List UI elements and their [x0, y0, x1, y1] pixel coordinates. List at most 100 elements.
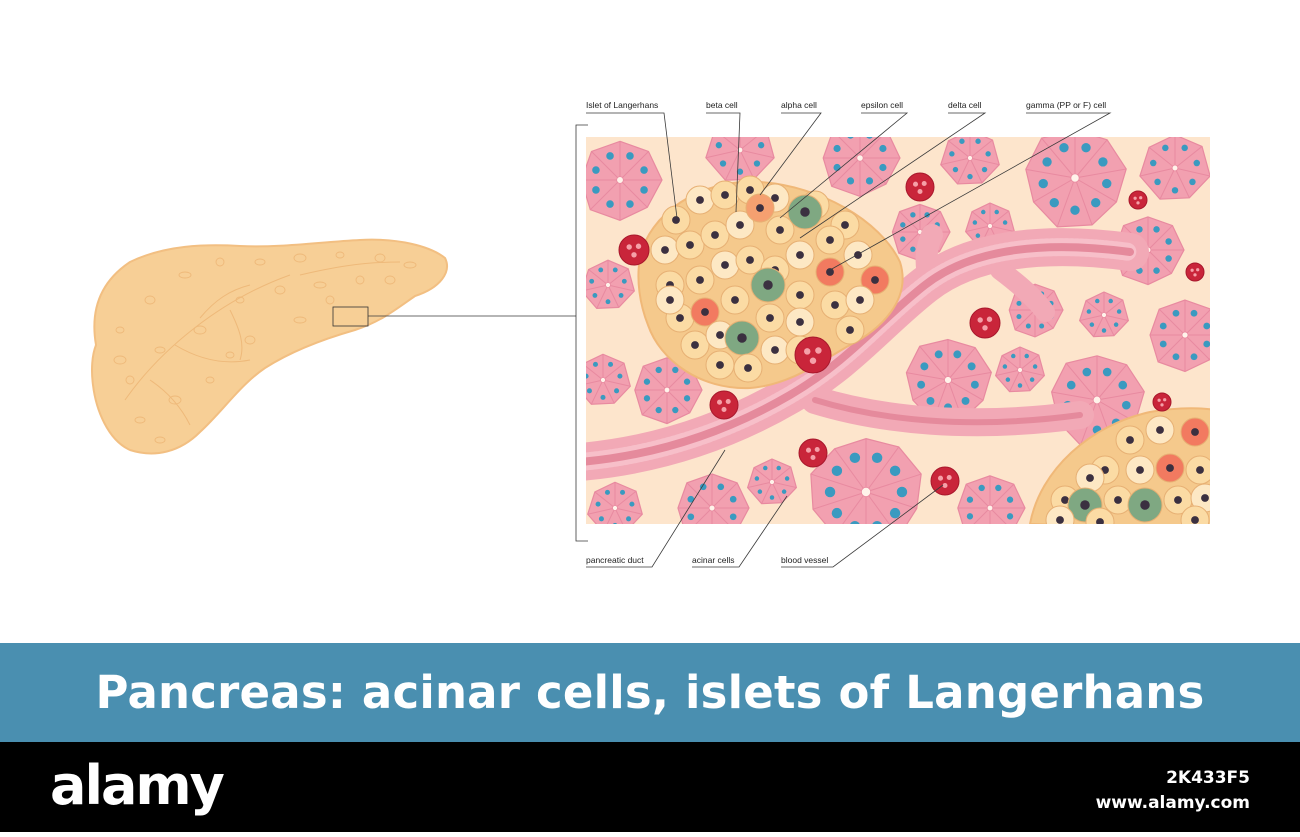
blood-vessel: [1185, 262, 1205, 282]
acinus: [994, 346, 1046, 393]
blood-vessel: [1152, 392, 1172, 412]
beta-cell: [815, 225, 845, 255]
label-beta-cell: beta cell: [706, 100, 741, 213]
svg-text:Islet of Langerhans: Islet of Langerhans: [586, 100, 658, 110]
alpha-cell: [710, 250, 740, 280]
alpha-cell: [725, 210, 755, 240]
acinus: [586, 353, 631, 405]
delta-cell: [1180, 417, 1210, 447]
image-reference: 2K433F5 www.alamy.com: [1096, 766, 1250, 816]
zoom-bracket: [575, 124, 588, 542]
alpha-cell: [1045, 505, 1075, 524]
label-gamma-cell: gamma (PP or F) cell: [829, 100, 1112, 271]
pancreatic-duct: [586, 224, 1149, 481]
beta-cell: [1115, 425, 1145, 455]
delta-cell: [860, 265, 890, 295]
alpha-cell: [1125, 455, 1155, 485]
alpha-cell: [785, 240, 815, 270]
beta-cell: [835, 315, 865, 345]
beta-cell: [1185, 455, 1210, 485]
svg-text:beta cell: beta cell: [706, 100, 738, 110]
svg-text:pancreatic duct: pancreatic duct: [586, 555, 644, 565]
beta-cell: [675, 230, 705, 260]
label-acinar-cells: acinar cells: [692, 495, 788, 568]
acinus-labeled: [746, 458, 798, 505]
label-pancreatic-duct: pancreatic duct: [586, 449, 726, 568]
alpha-cell: [1075, 463, 1105, 493]
beta-cell: [720, 285, 750, 315]
gamma-cell: [724, 320, 760, 356]
stock-footer: alamy 2K433F5 www.alamy.com: [0, 742, 1300, 832]
beta-cell: [755, 303, 785, 333]
gamma-cell: [1127, 487, 1163, 523]
beta-cell: [680, 330, 710, 360]
acinus: [1149, 299, 1210, 373]
beta-cell: [1103, 485, 1133, 515]
title-banner: Pancreas: acinar cells, islets of Langer…: [0, 643, 1300, 742]
alpha-cell: [785, 307, 815, 337]
alpha-cell: [650, 235, 680, 265]
alpha-cell: [845, 285, 875, 315]
svg-text:acinar cells: acinar cells: [692, 555, 735, 565]
beta-cell: [820, 290, 850, 320]
acinus: [1139, 137, 1210, 200]
acinus: [587, 481, 643, 524]
beta-cell: [1180, 505, 1210, 524]
beta-cell: [733, 353, 763, 383]
blood-vessel: [969, 307, 1001, 339]
beta-cell: [685, 265, 715, 295]
alpha-cell: [760, 335, 790, 365]
svg-text:alpha cell: alpha cell: [781, 100, 817, 110]
alpha-cell: [685, 185, 715, 215]
alpha-cell: [655, 285, 685, 315]
blood-vessel: [905, 172, 935, 202]
acinus: [822, 137, 901, 198]
label-delta-cell: delta cell: [799, 100, 987, 239]
islet-of-langerhans: [637, 175, 904, 390]
beta-cell: [700, 220, 730, 250]
alpha-cell: [1190, 483, 1210, 513]
blood-vessel: [1128, 190, 1148, 210]
label-islet-of-langerhans: Islet of Langerhans: [586, 100, 678, 219]
acinus: [634, 357, 703, 425]
blood-vessel: [798, 438, 828, 468]
blood-vessel: [794, 336, 832, 374]
acinus: [1025, 137, 1127, 228]
acinus: [586, 140, 663, 221]
beta-cell: [1085, 507, 1115, 524]
svg-text:gamma (PP or F) cell: gamma (PP or F) cell: [1026, 100, 1106, 110]
alamy-logo: alamy: [50, 754, 225, 817]
tissue-panel: [586, 137, 1210, 524]
acinus: [957, 475, 1026, 524]
label-alpha-cell: alpha cell: [759, 100, 822, 196]
svg-text:epsilon cell: epsilon cell: [861, 100, 903, 110]
delta-cell: [1155, 453, 1185, 483]
beta-cell: [710, 180, 740, 210]
label-blood-vessel: blood vessel: [781, 484, 944, 568]
blood-vessel: [930, 466, 960, 496]
beta-cell: [765, 215, 795, 245]
acinus: [940, 137, 1000, 185]
gamma-cell: [787, 194, 823, 230]
delta-cell: [815, 257, 845, 287]
alpha-cell: [843, 240, 873, 270]
diagram-title: Pancreas: acinar cells, islets of Langer…: [95, 666, 1205, 719]
islet-of-langerhans-partial: [1028, 407, 1210, 524]
beta-cell: [661, 205, 691, 235]
pancreas-organ: [91, 238, 448, 455]
acinus: [810, 438, 922, 524]
beta-cell: [705, 350, 735, 380]
alpha-cell: [1145, 415, 1175, 445]
svg-text:blood vessel: blood vessel: [781, 555, 828, 565]
beta-cell: [735, 245, 765, 275]
beta-cell: [785, 280, 815, 310]
blood-vessel: [618, 234, 650, 266]
label-epsilon-cell: epsilon cell: [779, 100, 909, 219]
svg-text:delta cell: delta cell: [948, 100, 982, 110]
gamma-cell: [750, 267, 786, 303]
epsilon-cell: [745, 193, 775, 223]
blood-vessel: [709, 390, 739, 420]
acinus: [586, 259, 635, 309]
zoom-marker: [332, 306, 369, 327]
website-url: www.alamy.com: [1095, 793, 1250, 813]
